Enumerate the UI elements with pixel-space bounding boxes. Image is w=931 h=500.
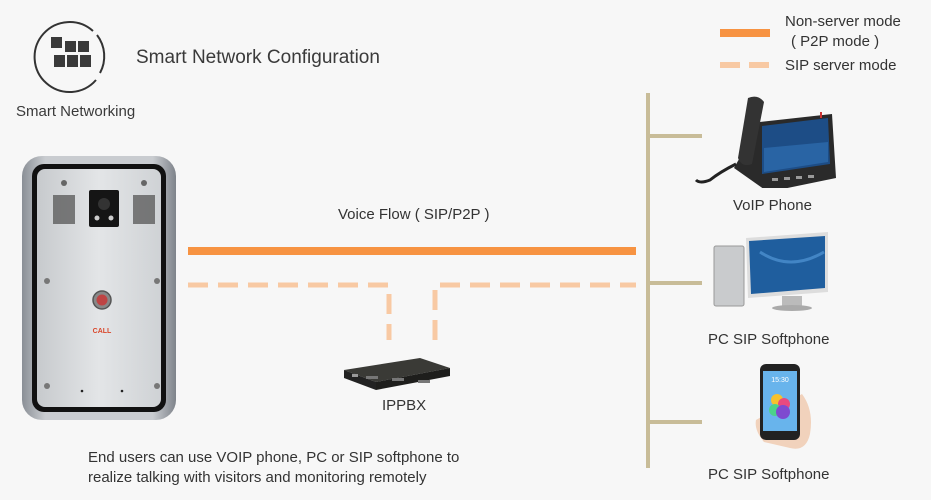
smartphone-icon: 15:30 — [755, 364, 811, 449]
voice-flow-label: Voice Flow ( SIP/P2P ) — [338, 206, 490, 223]
grid-blocks-icon — [33, 21, 106, 94]
endpoint-label-voip-phone: VoIP Phone — [733, 197, 812, 214]
legend-label-non-server: Non-server mode — [785, 13, 901, 30]
logo-caption: Smart Networking — [16, 103, 136, 120]
voip-phone-icon — [694, 96, 836, 188]
legend-dashed-line-swatch — [720, 62, 770, 68]
svg-text:15:30: 15:30 — [771, 377, 789, 384]
description-line-1: End users can use VOIP phone, PC or SIP … — [88, 449, 460, 466]
description-line-2: realize talking with visitors and monito… — [88, 469, 427, 486]
legend-label-sip-server: SIP server mode — [785, 57, 897, 74]
legend-solid-line-swatch — [720, 29, 770, 37]
call-label: CALL — [93, 328, 112, 335]
legend-label-p2p: ( P2P mode ) — [791, 33, 880, 50]
ippbx-label: IPPBX — [382, 397, 427, 414]
ippbx-icon — [344, 358, 450, 390]
sip-line-from-ippbx — [432, 282, 636, 340]
sip-line-to-ippbx — [188, 282, 392, 340]
door-station-device: CALL — [22, 156, 176, 420]
endpoint-label-smartphone: PC SIP Softphone — [708, 466, 830, 483]
desktop-pc-icon — [713, 232, 828, 311]
page-title: Smart Network Configuration — [136, 47, 380, 68]
endpoint-label-pc: PC SIP Softphone — [708, 331, 830, 348]
